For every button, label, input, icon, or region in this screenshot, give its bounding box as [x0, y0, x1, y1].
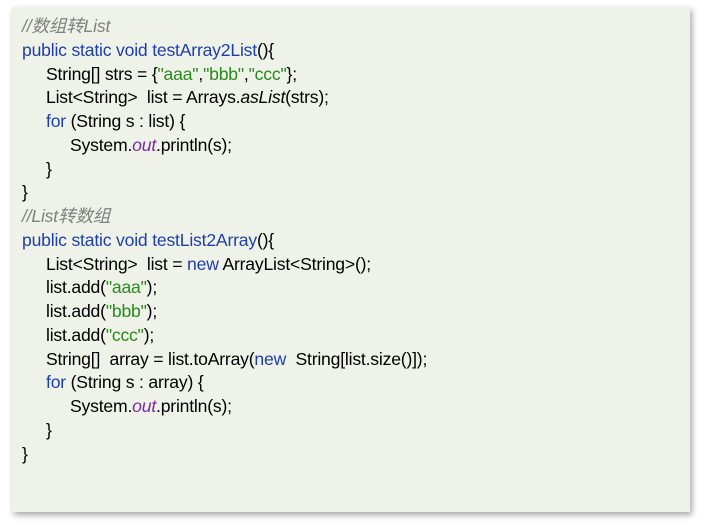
- code-line: for (String s : list) {: [22, 110, 427, 134]
- code-line: list.add("ccc");: [22, 324, 427, 348]
- code-keyword: for: [46, 111, 71, 131]
- code-comment: //数组转List: [22, 16, 111, 36]
- code-line: System.out.println(s);: [22, 134, 427, 158]
- code-text: ,: [243, 63, 249, 84]
- code-line: public static void testArray2List(){: [22, 39, 427, 63]
- code-keyword: public static void: [22, 39, 153, 60]
- code-line: for (String s : array) {: [22, 371, 427, 395]
- code-line: }: [22, 419, 427, 443]
- code-text: (strs);: [285, 87, 329, 108]
- code-string: "bbb": [105, 301, 147, 321]
- code-text: ArrayList<String>();: [222, 253, 371, 274]
- code-string: "aaa": [157, 63, 199, 84]
- code-line: list.add("bbb");: [22, 300, 427, 324]
- code-line: String[] strs = {"aaa","bbb","ccc"};: [22, 63, 427, 87]
- code-text: );: [143, 324, 155, 345]
- code-line: List<String> list = new ArrayList<String…: [22, 253, 427, 277]
- code-block: //数组转List public static void testArray2Li…: [22, 15, 427, 466]
- code-text: System.: [70, 134, 133, 155]
- code-text: }: [46, 158, 52, 179]
- code-line: String[] array = list.toArray(new String…: [22, 348, 427, 372]
- code-line: list.add("aaa");: [22, 276, 427, 300]
- code-keyword: for: [46, 372, 71, 393]
- code-line: public static void testList2Array(){: [22, 229, 427, 253]
- code-text: String[list.size()]);: [290, 348, 428, 369]
- code-string: "bbb": [203, 63, 244, 84]
- code-text: );: [146, 301, 158, 321]
- code-text: );: [146, 277, 158, 298]
- code-text: .println(s);: [156, 396, 232, 416]
- code-text: (String s : array) {: [70, 372, 204, 393]
- code-text: list.add(: [46, 277, 106, 298]
- code-keyword: testArray2List: [152, 39, 257, 60]
- code-line: //数组转List: [22, 15, 427, 39]
- code-text: list.add(: [46, 301, 106, 321]
- code-keyword: new: [187, 253, 223, 274]
- code-text: };: [286, 63, 298, 84]
- code-keyword: new: [254, 348, 291, 369]
- code-text: String[] array = list.toArray(: [46, 348, 255, 369]
- code-text: (){: [256, 39, 274, 60]
- code-field: out: [132, 396, 157, 416]
- code-text: System.: [70, 396, 133, 416]
- code-panel: //数组转List public static void testArray2Li…: [12, 7, 690, 512]
- code-field: out: [132, 134, 157, 155]
- code-text: list.add(: [46, 324, 106, 345]
- code-line: }: [22, 181, 427, 205]
- code-keyword: public static void: [22, 229, 153, 250]
- code-text: List<String> list = Arrays.: [46, 87, 241, 108]
- code-string: "aaa": [105, 277, 147, 298]
- code-text: }: [46, 419, 52, 440]
- code-comment: //List转数组: [22, 206, 111, 226]
- code-line: System.out.println(s);: [22, 395, 427, 419]
- code-string: "ccc": [248, 63, 287, 84]
- code-text: (String s : list) {: [70, 111, 186, 131]
- code-text: List<String> list =: [46, 253, 188, 274]
- code-keyword: testList2Array: [152, 229, 257, 250]
- code-text: String[] strs = {: [46, 63, 158, 84]
- code-method: asList: [240, 87, 286, 108]
- code-line: List<String> list = Arrays.asList(strs);: [22, 86, 427, 110]
- code-text: ,: [198, 63, 204, 84]
- code-text: }: [22, 443, 28, 464]
- code-string: "ccc": [105, 324, 144, 345]
- code-text: .println(s);: [156, 134, 232, 155]
- code-line: }: [22, 443, 427, 467]
- code-line: //List转数组: [22, 205, 427, 229]
- code-text: (){: [256, 229, 274, 250]
- code-text: }: [22, 182, 28, 203]
- code-line: }: [22, 158, 427, 182]
